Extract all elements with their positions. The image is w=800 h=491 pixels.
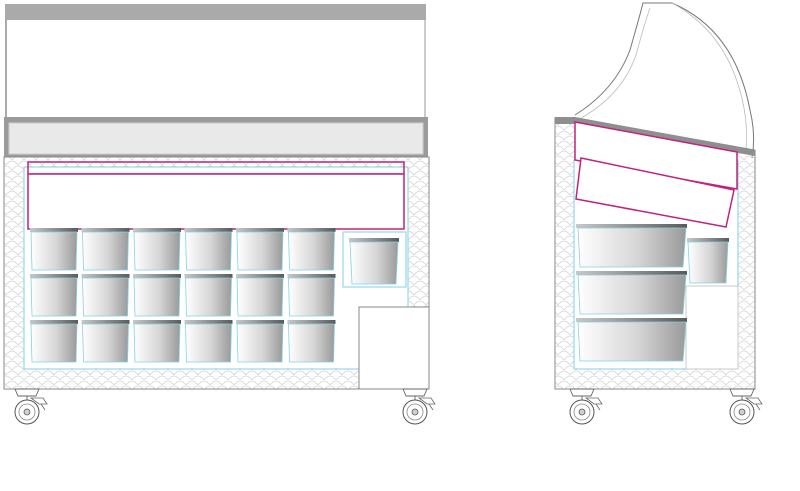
caster-brake-icon [584, 397, 603, 411]
pan [81, 274, 130, 317]
pan [184, 274, 233, 317]
pan [133, 228, 181, 271]
pan [81, 228, 130, 271]
side-pan-stack [576, 224, 687, 362]
pan [576, 224, 687, 268]
pan [30, 274, 78, 317]
caster-wheel-icon [402, 388, 428, 425]
pan [576, 318, 687, 362]
side-canopy-rear [671, 2, 748, 151]
front-glass-band [8, 122, 424, 155]
side-casters [569, 388, 763, 425]
side-canopy-inner [580, 7, 651, 119]
pan [236, 228, 284, 271]
side-view [554, 2, 756, 390]
pan [287, 320, 336, 363]
front-drawer [27, 173, 405, 230]
front-side-pan [349, 238, 399, 285]
caster-brake-icon [417, 397, 436, 411]
pan [30, 320, 78, 363]
pan [30, 228, 78, 271]
caster-wheel-icon [14, 388, 40, 425]
side-rear-pan [687, 238, 729, 284]
caster-wheel-icon [729, 388, 755, 425]
front-top-bar [5, 4, 426, 20]
pan [576, 271, 687, 315]
pan [287, 228, 336, 271]
front-pan-grid [30, 228, 336, 363]
pan [133, 274, 181, 317]
side-drawer-top [574, 121, 738, 190]
side-drawer [575, 157, 735, 228]
caster-wheel-icon [569, 388, 595, 425]
pan [184, 228, 233, 271]
pan [287, 274, 336, 317]
front-casters [14, 388, 436, 425]
pan [133, 320, 181, 363]
pan [81, 320, 130, 363]
pan [236, 320, 284, 363]
pan [236, 274, 284, 317]
front-view [3, 4, 430, 390]
front-lower-door [358, 306, 430, 390]
caster-brake-icon [744, 397, 763, 411]
pan [184, 320, 233, 363]
caster-brake-icon [29, 397, 48, 411]
side-rear-shelf [685, 285, 739, 370]
